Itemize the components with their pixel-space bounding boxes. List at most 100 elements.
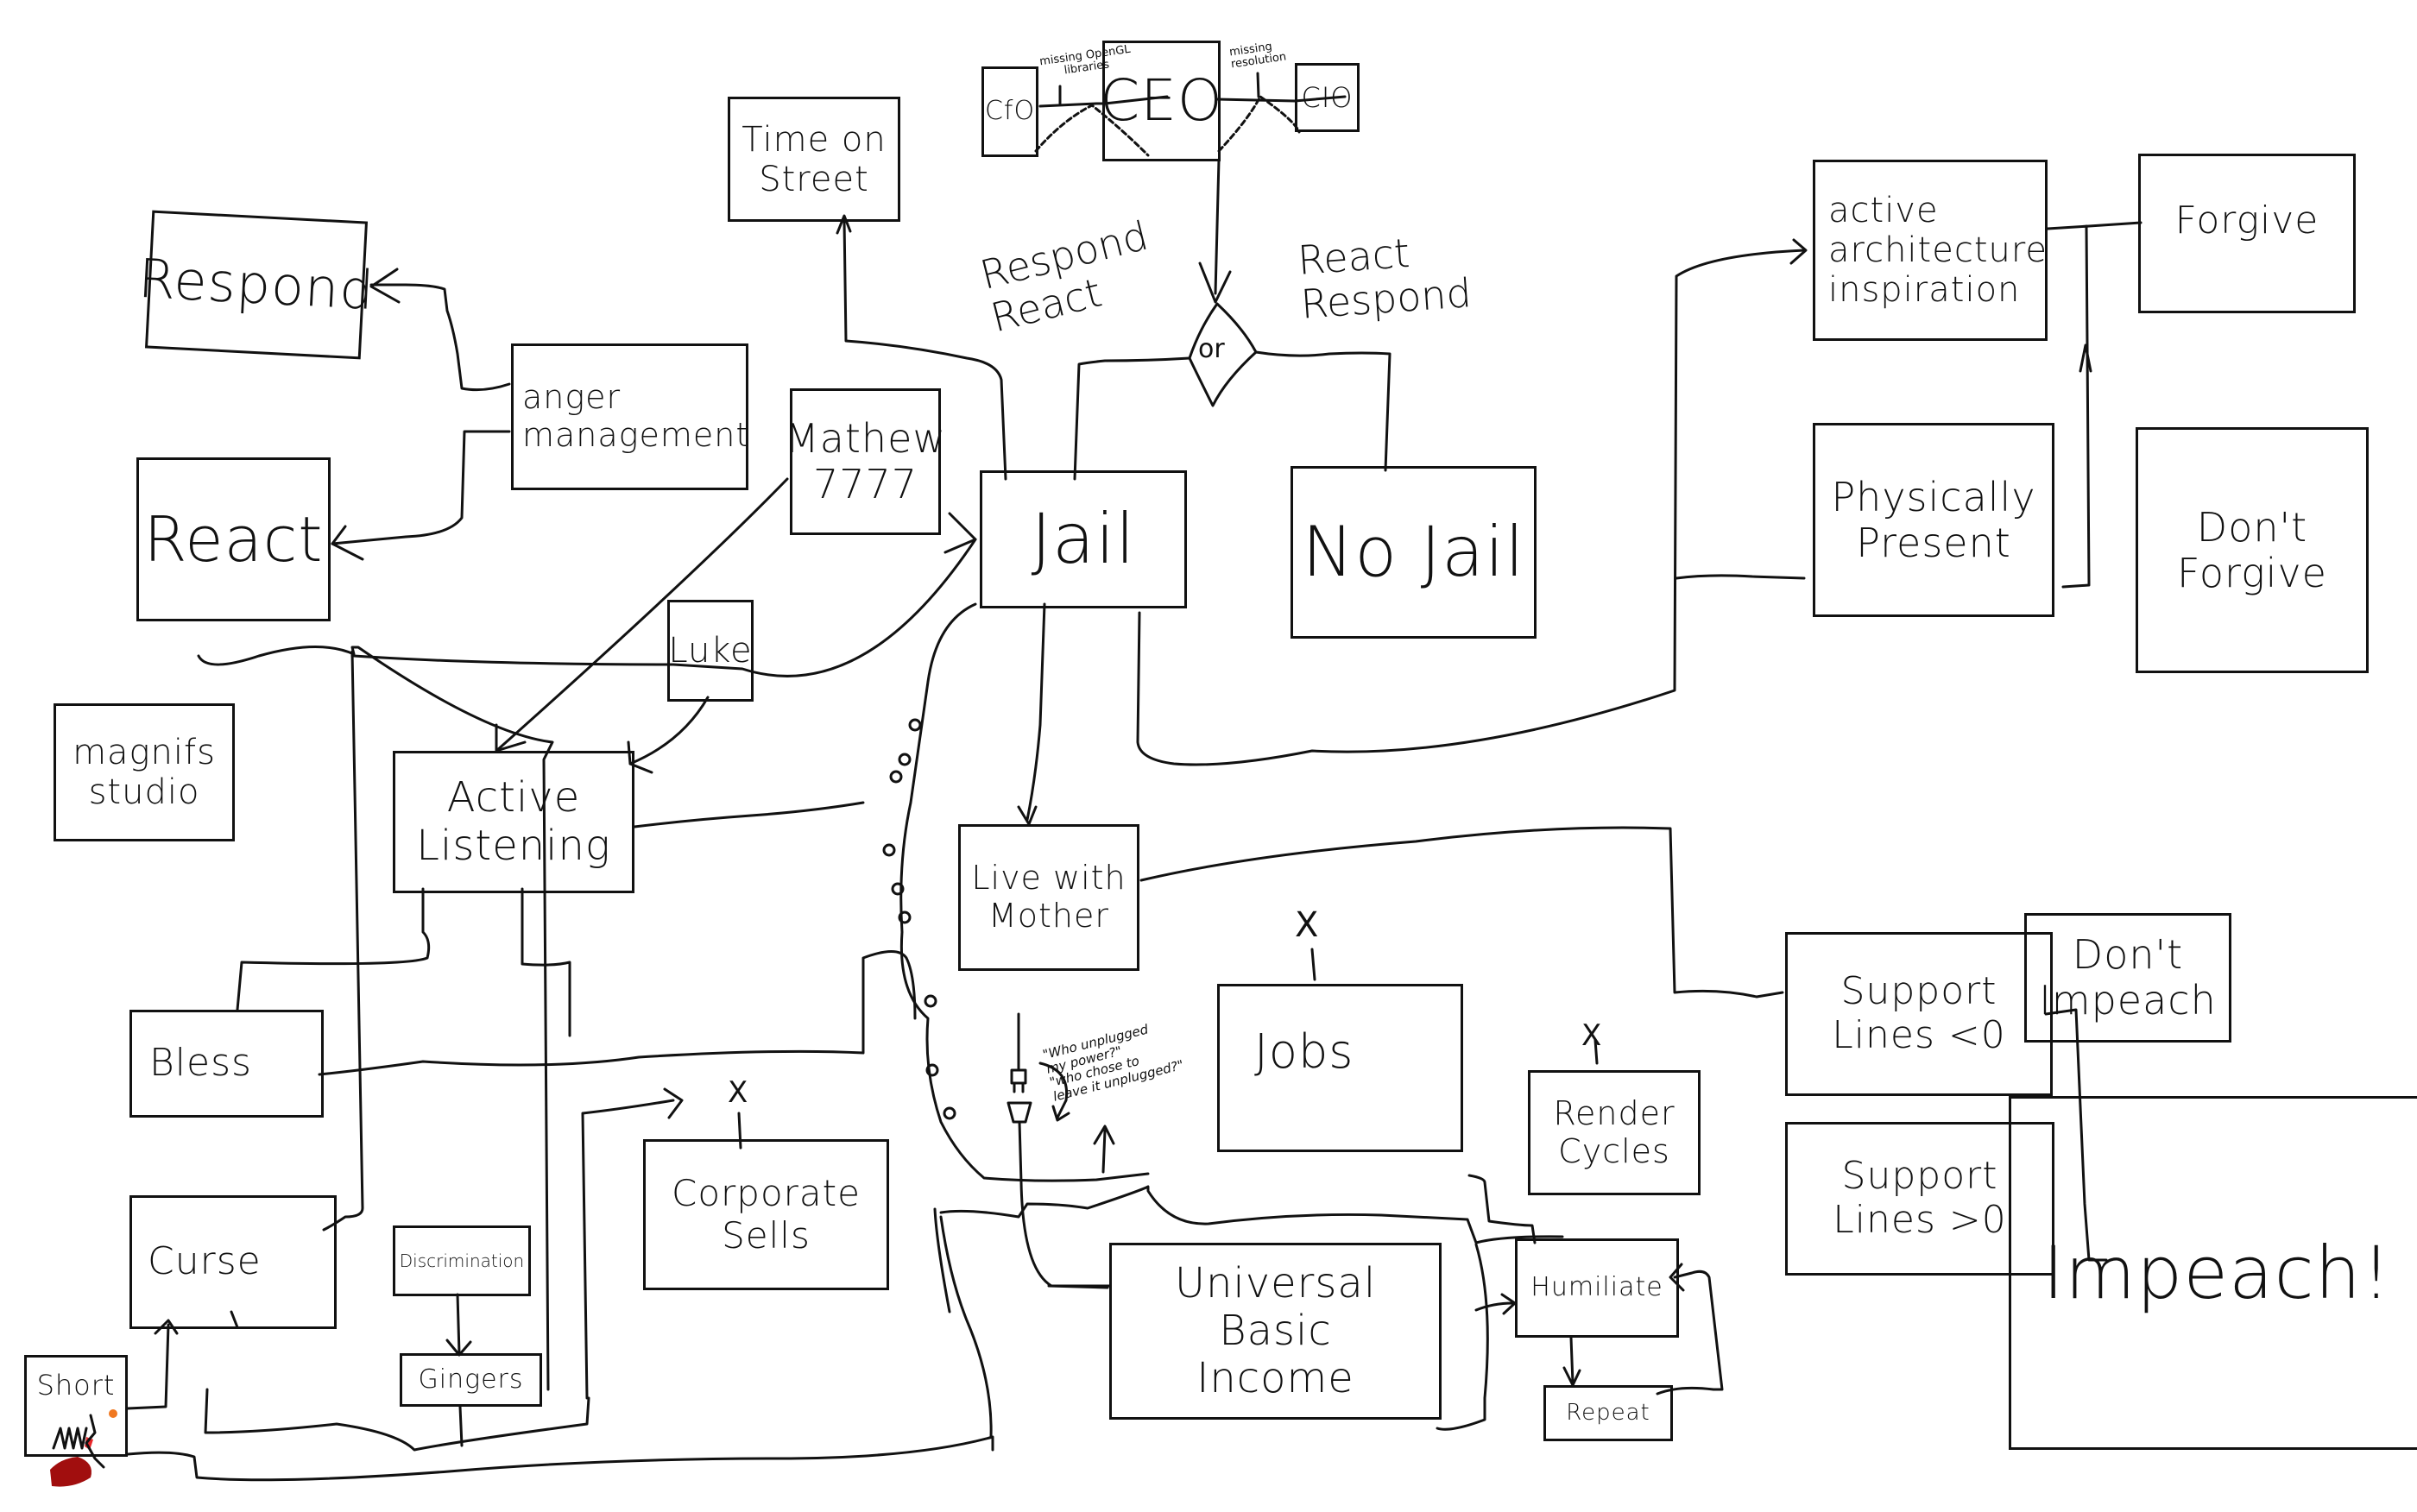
node-corporate-sells[interactable]: Corporate Sells	[643, 1139, 889, 1290]
connector-active-bus	[633, 801, 865, 828]
node-corporate-sells-label: Corporate Sells	[672, 1172, 861, 1257]
connector-loop-jail	[350, 538, 977, 677]
node-matthew[interactable]: Mathew 7777	[785, 388, 945, 535]
coil-loop-icon	[925, 1063, 939, 1077]
node-dont-forgive[interactable]: Don't Forgive	[2136, 427, 2369, 673]
node-dont-impeach[interactable]: Don't Impeach	[2024, 913, 2231, 1043]
node-no-jail-label: No Jail	[1302, 512, 1525, 592]
node-render-cycles[interactable]: Render Cycles	[1528, 1070, 1701, 1195]
node-support-lines-positive[interactable]: Support Lines >0	[1785, 1122, 2054, 1276]
connector-curse-bottom	[204, 1388, 590, 1452]
node-luke[interactable]: Luke	[667, 600, 754, 702]
connector-to-physical	[1675, 574, 1806, 580]
node-ceo-label: CEO	[1100, 67, 1223, 135]
node-curse[interactable]: Curse	[129, 1195, 337, 1329]
connector-ubi-band	[939, 1185, 1564, 1244]
node-respond-label: Respond	[136, 247, 376, 323]
node-gingers-label: Gingers	[418, 1364, 524, 1395]
node-repeat[interactable]: Repeat	[1543, 1385, 1673, 1441]
connector-present-forgive	[2061, 224, 2091, 589]
cable-coil	[899, 602, 1150, 1182]
arrowhead-icon	[2079, 343, 2092, 373]
node-ceo[interactable]: CEO	[1100, 41, 1223, 161]
node-respond[interactable]: Respond	[136, 210, 376, 360]
node-jobs-label: Jobs	[1254, 1024, 1354, 1079]
node-bless-label: Bless	[149, 1041, 252, 1086]
coil-loop-icon	[882, 843, 896, 857]
coil-loop-icon	[891, 882, 905, 896]
node-active-listening[interactable]: Active Listening	[393, 751, 634, 893]
node-universal-basic-income-label: Universal Basic Income	[1174, 1258, 1377, 1403]
connector-to-humiliate	[1474, 1301, 1514, 1312]
connector-matthew-active	[495, 477, 789, 753]
arrowhead-icon	[943, 512, 977, 554]
node-repeat-label: Repeat	[1566, 1399, 1650, 1426]
connector-ubi-out	[1436, 1243, 1489, 1431]
x-mark-jobs: X	[1295, 905, 1319, 945]
node-support-lines-negative[interactable]: Support Lines <0	[1785, 932, 2053, 1096]
arrowhead-icon	[369, 268, 401, 304]
connector-live-support	[1139, 826, 1784, 999]
node-humiliate-label: Humiliate	[1530, 1272, 1663, 1303]
node-cio[interactable]: CIO	[1295, 63, 1360, 132]
node-anger-management[interactable]: anger management	[511, 343, 748, 490]
node-jobs[interactable]: Jobs	[1217, 984, 1463, 1152]
node-jail-label: Jail	[1031, 499, 1136, 579]
connector-ceo-or	[1214, 158, 1221, 295]
node-curse-label: Curse	[148, 1239, 262, 1284]
node-jail[interactable]: Jail	[980, 470, 1187, 608]
node-gingers[interactable]: Gingers	[400, 1353, 542, 1407]
arrowhead-icon	[1789, 238, 1808, 265]
node-luke-label: Luke	[668, 631, 753, 671]
node-react[interactable]: React	[136, 457, 331, 621]
connector-or-jail	[1073, 356, 1191, 481]
node-cfo-label: CfO	[984, 96, 1036, 127]
x-mark-corporate: X	[728, 1075, 748, 1110]
coil-loop-icon	[898, 753, 912, 766]
plug-icon[interactable]	[1010, 1012, 1027, 1093]
node-physically-present[interactable]: Physically Present	[1813, 423, 2054, 617]
node-live-with-mother-label: Live with Mother	[971, 859, 1126, 935]
node-magnifs-studio[interactable]: magnifs studio	[54, 703, 235, 841]
coil-loop-icon	[924, 994, 937, 1008]
connector-left-bus	[322, 650, 364, 1232]
node-time-on-street[interactable]: Time on Street	[728, 97, 900, 222]
lightning-icon	[85, 1414, 105, 1469]
flame-icon	[109, 1409, 117, 1418]
connector-jail-timeonstreet	[842, 218, 1007, 481]
chain-icon	[1034, 104, 1150, 157]
node-short[interactable]: Short	[24, 1355, 128, 1457]
node-forgive[interactable]: Forgive	[2138, 154, 2356, 313]
connector-to-humiliate-top	[1467, 1174, 1537, 1244]
node-render-cycles-label: Render Cycles	[1553, 1093, 1675, 1170]
node-discrimination[interactable]: Discrimination	[393, 1225, 531, 1296]
node-cfo[interactable]: CfO	[981, 66, 1038, 157]
connector-humiliate-repeat	[1569, 1336, 1575, 1385]
pointer-line	[1256, 72, 1260, 98]
node-no-jail[interactable]: No Jail	[1291, 466, 1537, 639]
arrowhead-icon	[1051, 1105, 1070, 1122]
socket-icon[interactable]	[1007, 1101, 1111, 1288]
arrowhead-icon	[836, 214, 852, 235]
connector-arch-forgive	[2046, 221, 2142, 230]
node-cio-label: CIO	[1301, 80, 1354, 114]
teeth-icon	[52, 1427, 88, 1450]
connector-short-bottom	[126, 1435, 994, 1482]
coil-loop-icon	[898, 910, 912, 924]
node-humiliate[interactable]: Humiliate	[1515, 1238, 1679, 1338]
node-bless[interactable]: Bless	[129, 1010, 324, 1118]
node-impeach-label: Impeach!	[2042, 1230, 2392, 1315]
node-active-architecture[interactable]: active architecture inspiration	[1813, 160, 2048, 341]
node-active-listening-label: Active Listening	[416, 773, 611, 870]
decision-diamond[interactable]	[1188, 302, 1258, 407]
node-impeach[interactable]: Impeach!	[2009, 1096, 2417, 1450]
connector-jail-live	[1025, 602, 1046, 822]
connector-active-bless-2	[236, 887, 431, 1011]
arrowhead-icon	[154, 1319, 179, 1335]
node-live-with-mother[interactable]: Live with Mother	[958, 824, 1139, 971]
node-forgive-label: Forgive	[2174, 198, 2319, 243]
node-universal-basic-income[interactable]: Universal Basic Income	[1109, 1243, 1442, 1420]
node-discrimination-label: Discrimination	[399, 1250, 525, 1271]
